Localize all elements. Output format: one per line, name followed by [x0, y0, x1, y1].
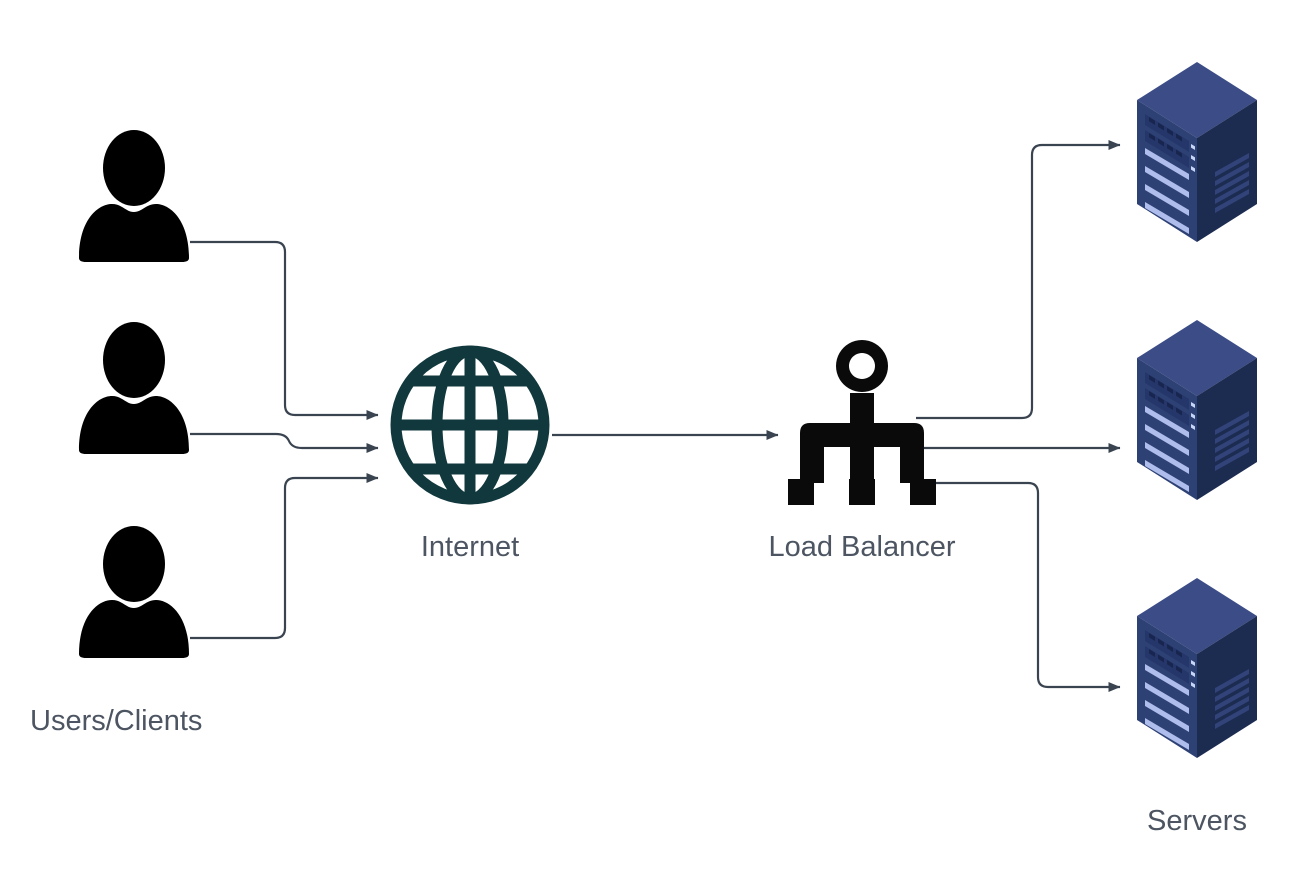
label-internet: Internet	[421, 531, 519, 563]
globe-icon[interactable]	[390, 345, 550, 505]
connector-loadbalancer-to-server1	[916, 140, 1121, 420]
connector-user3-to-internet	[190, 473, 379, 640]
connector-user2-to-internet	[190, 432, 379, 453]
server-icon-3[interactable]	[1137, 578, 1257, 758]
connector-user1-to-internet	[190, 240, 379, 420]
load-balancer-icon[interactable]	[788, 340, 936, 505]
users-group	[79, 130, 189, 658]
user-icon-1[interactable]	[79, 130, 189, 262]
user-icon-2[interactable]	[79, 322, 189, 454]
servers-group	[1137, 62, 1257, 758]
label-servers: Servers	[1147, 805, 1247, 837]
connector-loadbalancer-to-server3	[930, 481, 1121, 692]
label-load-balancer: Load Balancer	[768, 531, 955, 563]
user-icon-3[interactable]	[79, 526, 189, 658]
server-icon-2[interactable]	[1137, 320, 1257, 500]
label-users: Users/Clients	[30, 705, 202, 737]
server-icon-1[interactable]	[1137, 62, 1257, 242]
